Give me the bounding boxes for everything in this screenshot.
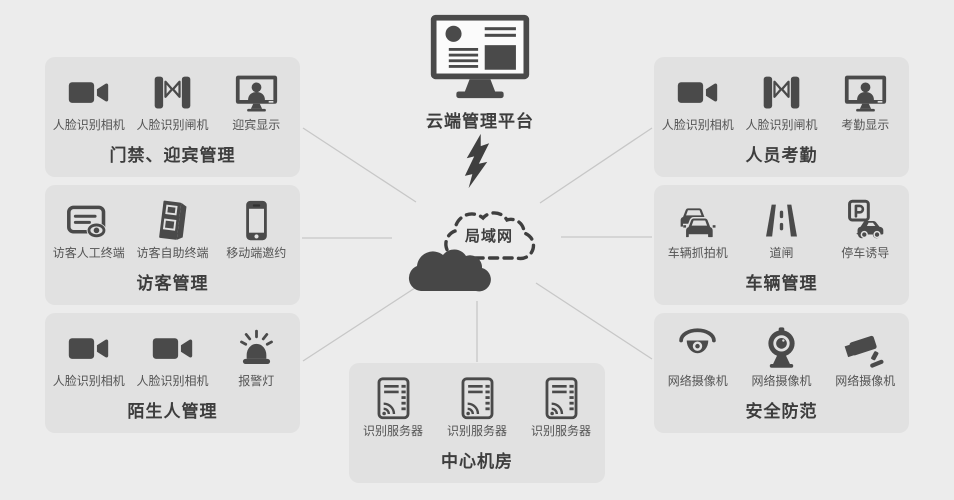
panel-title: 安全防范 xyxy=(745,402,818,421)
panel-title: 陌生人管理 xyxy=(127,402,218,421)
line-hub-to-security xyxy=(535,282,653,360)
device-item: 迎宾显示 xyxy=(216,70,296,132)
device-item: 网络摄像机 xyxy=(658,326,738,388)
line-hub-to-attendance xyxy=(539,127,653,204)
device-item: 人脸识别相机 xyxy=(133,326,213,388)
device-label: 道闸 xyxy=(769,246,794,260)
panel-title: 访客管理 xyxy=(136,274,209,293)
face-recognition-camera-icon xyxy=(66,70,111,115)
turnstile-gate-icon xyxy=(759,70,804,115)
device-item: 识别服务器 xyxy=(437,376,517,438)
panel-security: 网络摄像机 网络摄像机 网络摄像机 安全防范 xyxy=(654,313,909,433)
vehicle-capture-camera-icon xyxy=(675,198,720,243)
panel-title: 中心机房 xyxy=(441,452,513,471)
device-item: 人脸识别闸机 xyxy=(742,70,822,132)
cloud-platform-node: 云端管理平台 xyxy=(377,13,583,132)
cctv-camera-icon xyxy=(843,326,888,371)
device-label: 网络摄像机 xyxy=(667,374,728,388)
panel-server-room: 识别服务器 识别服务器 识别服务器 中心机房 xyxy=(349,363,605,483)
device-item: 访客人工终端 xyxy=(49,198,129,260)
device-item: 网络摄像机 xyxy=(825,326,905,388)
device-label: 人脸识别闸机 xyxy=(745,118,818,132)
device-label: 人脸识别闸机 xyxy=(136,118,209,132)
face-recognition-camera-icon xyxy=(150,326,195,371)
panel-title: 人员考勤 xyxy=(745,146,818,165)
device-label: 人脸识别相机 xyxy=(52,118,125,132)
device-item: 人脸识别相机 xyxy=(49,326,129,388)
attendance-display-icon xyxy=(843,70,888,115)
panel-title: 车辆管理 xyxy=(745,274,818,293)
device-label: 迎宾显示 xyxy=(232,118,281,132)
device-label: 网络摄像机 xyxy=(835,374,896,388)
cloud-icon xyxy=(408,249,491,292)
device-label: 识别服务器 xyxy=(446,424,507,438)
lightning-bolt-icon xyxy=(464,133,490,189)
panel-visitor-management: 访客人工终端 访客自助终端 移动端邀约 访客管理 xyxy=(45,185,300,305)
visitor-staffed-terminal-icon xyxy=(66,198,111,243)
device-item: 道闸 xyxy=(742,198,822,260)
device-label: 访客自助终端 xyxy=(136,246,209,260)
panel-stranger-management: 人脸识别相机 人脸识别相机 报警灯 陌生人管理 xyxy=(45,313,300,433)
panel-title: 门禁、迎宾管理 xyxy=(109,146,236,165)
lan-hub-node: 局域网 xyxy=(408,211,536,292)
panel-access-welcome-management: 人脸识别相机 人脸识别闸机 迎宾显示 门禁、迎宾管理 xyxy=(45,57,300,177)
lan-label: 局域网 xyxy=(464,227,513,245)
device-item: 移动端邀约 xyxy=(216,198,296,260)
device-label: 停车诱导 xyxy=(841,246,890,260)
device-item: 报警灯 xyxy=(216,326,296,388)
face-recognition-camera-icon xyxy=(675,70,720,115)
turnstile-gate-icon xyxy=(150,70,195,115)
device-item: 考勤显示 xyxy=(825,70,905,132)
visitor-kiosk-icon xyxy=(150,198,195,243)
device-item: 识别服务器 xyxy=(521,376,601,438)
device-item: 访客自助终端 xyxy=(133,198,213,260)
device-label: 人脸识别相机 xyxy=(136,374,209,388)
webcam-icon xyxy=(759,326,804,371)
recognition-server-icon xyxy=(455,376,500,421)
face-recognition-camera-icon xyxy=(66,326,111,371)
barrier-lane-icon xyxy=(759,198,804,243)
device-label: 移动端邀约 xyxy=(226,246,287,260)
device-item: 人脸识别相机 xyxy=(49,70,129,132)
welcome-display-icon xyxy=(234,70,279,115)
device-item: 网络摄像机 xyxy=(742,326,822,388)
device-label: 识别服务器 xyxy=(530,424,591,438)
device-label: 报警灯 xyxy=(238,374,275,388)
cloud-platform-title: 云端管理平台 xyxy=(426,112,534,131)
line-hub-to-stranger xyxy=(302,285,419,362)
alarm-light-icon xyxy=(234,326,279,371)
dome-camera-icon xyxy=(675,326,720,371)
monitor-dashboard-icon xyxy=(428,13,532,100)
device-item: 识别服务器 xyxy=(353,376,433,438)
dashed-cloud-icon xyxy=(444,211,536,261)
device-label: 网络摄像机 xyxy=(751,374,812,388)
device-item: 停车诱导 xyxy=(825,198,905,260)
device-label: 车辆抓拍机 xyxy=(667,246,728,260)
panel-vehicle-management: 车辆抓拍机 道闸 停车诱导 车辆管理 xyxy=(654,185,909,305)
device-label: 识别服务器 xyxy=(362,424,423,438)
device-item: 人脸识别相机 xyxy=(658,70,738,132)
device-item: 人脸识别闸机 xyxy=(133,70,213,132)
device-label: 人脸识别相机 xyxy=(52,374,125,388)
line-hub-to-access xyxy=(302,127,417,203)
recognition-server-icon xyxy=(539,376,584,421)
device-label: 人脸识别相机 xyxy=(661,118,734,132)
device-label: 访客人工终端 xyxy=(52,246,125,260)
mobile-invite-icon xyxy=(234,198,279,243)
device-label: 考勤显示 xyxy=(841,118,890,132)
panel-attendance: 人脸识别相机 人脸识别闸机 考勤显示 人员考勤 xyxy=(654,57,909,177)
device-item: 车辆抓拍机 xyxy=(658,198,738,260)
recognition-server-icon xyxy=(371,376,416,421)
parking-guidance-icon xyxy=(843,198,888,243)
